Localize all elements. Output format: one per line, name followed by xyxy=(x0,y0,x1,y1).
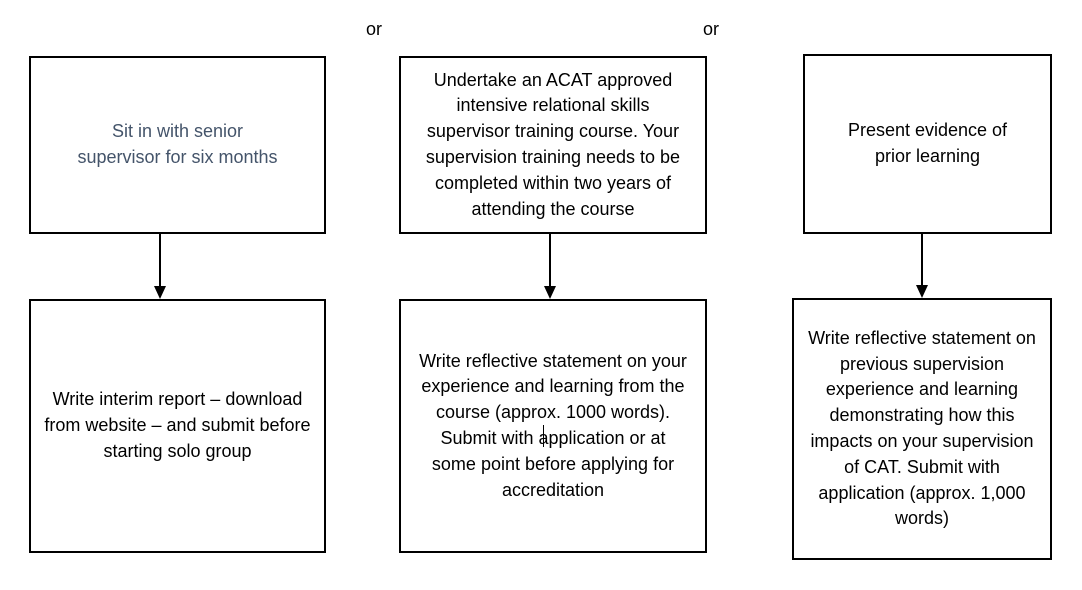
training-course-box: Undertake an ACAT approved intensive rel… xyxy=(399,56,707,234)
reflective-statement-course-text: Write reflective statement on your exper… xyxy=(419,350,687,500)
reflective-statement-course-box: Write reflective statement on your exper… xyxy=(399,299,707,553)
reflective-statement-previous-text: Write reflective statement on previous s… xyxy=(808,327,1036,529)
arrow-col1-head xyxy=(154,286,166,299)
prior-learning-text: Present evidence of prior learning xyxy=(847,120,1008,166)
arrow-col2-head xyxy=(544,286,556,299)
senior-supervisor-box: Sit in with senior supervisor for six mo… xyxy=(29,56,326,234)
interim-report-text: Write interim report – download from web… xyxy=(44,389,311,461)
prior-learning-box: Present evidence of prior learning xyxy=(803,54,1052,234)
training-course-lead: Undertake xyxy=(433,69,517,90)
interim-report-box: Write interim report – download from web… xyxy=(29,299,326,553)
or-label-right: or xyxy=(703,19,720,39)
text-cursor-mark xyxy=(543,425,544,447)
senior-supervisor-text: Sit in with senior supervisor for six mo… xyxy=(77,121,278,167)
training-course-text: Undertake an ACAT approved intensive rel… xyxy=(415,68,691,223)
reflective-statement-previous-box: Write reflective statement on previous s… xyxy=(792,298,1052,560)
or-label-left: or xyxy=(366,19,383,39)
arrow-col3-head xyxy=(916,285,928,298)
training-course-rest: an ACAT approved intensive relational sk… xyxy=(425,69,681,219)
